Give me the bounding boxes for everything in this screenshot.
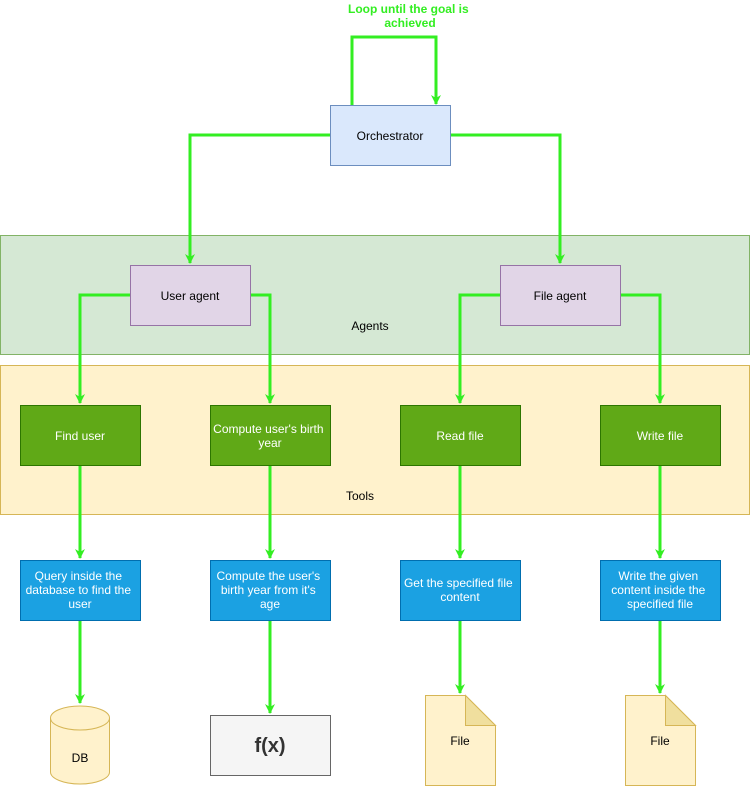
- loop-arrow: [350, 35, 441, 105]
- compute-age-action: Compute the user's birth year from it's …: [210, 560, 331, 621]
- compute-birth-year-label-1: Compute user's birth: [213, 422, 323, 436]
- svg-text:Compute the user's birth: Compute the user's birth year from it's …: [216, 569, 323, 611]
- connectors: [75, 35, 665, 714]
- svg-text:Query inside the databas: Query inside the database to find the us…: [26, 569, 135, 611]
- db-label: DB: [72, 751, 89, 765]
- svg-text:Find user: Find user: [55, 429, 105, 443]
- fx-label: f(x): [254, 735, 285, 757]
- user-agent-node: User agent: [130, 265, 251, 326]
- file-write-label: File: [650, 734, 670, 748]
- get-file-action: Get the specified file content: [400, 560, 521, 621]
- find-user-label: Find user: [55, 429, 105, 443]
- file-agent-label: File agent: [534, 289, 587, 303]
- read-file-tool: Read file: [400, 405, 521, 466]
- file-agent-to-read: [455, 293, 500, 404]
- function-icon: f(x): [210, 715, 331, 776]
- database-icon: DB: [50, 705, 110, 785]
- write-content-line-2: content inside the: [611, 583, 705, 597]
- write-file-label: Write file: [637, 429, 684, 443]
- file-icon-write: File: [625, 694, 697, 786]
- file-read-label: File: [450, 734, 470, 748]
- orchestrator-to-user-agent: [185, 133, 330, 264]
- user-agent-to-compute: [250, 293, 275, 404]
- compute-age-line-1: Compute the user's: [216, 569, 320, 583]
- compute-birth-year-label-2: year: [258, 436, 281, 450]
- user-agent-label: User agent: [161, 289, 220, 303]
- svg-text:Get the specified file c: Get the specified file content: [404, 576, 516, 604]
- get-file-line-1: Get the specified file: [404, 576, 513, 590]
- file-agent-to-write: [620, 293, 665, 404]
- orchestrator-to-file-agent: [450, 133, 565, 264]
- user-agent-to-find-user: [75, 293, 130, 404]
- write-content-line-3: specified file: [627, 597, 693, 611]
- query-db-action: Query inside the database to find the us…: [20, 560, 141, 621]
- find-user-tool: Find user: [20, 405, 141, 466]
- write-content-action: Write the given content inside the speci…: [600, 560, 721, 621]
- compute-age-line-3: age: [260, 597, 280, 611]
- loop-label: Loop until the goal is achieved: [348, 2, 472, 30]
- query-db-line-3: user: [68, 597, 91, 611]
- svg-text:Compute user's birth yea: Compute user's birth year: [213, 422, 327, 450]
- loop-label-line-2: achieved: [384, 16, 435, 30]
- file-agent-node: File agent: [500, 265, 621, 326]
- query-db-line-2: database to find the: [26, 583, 132, 597]
- tools-group-label: Tools: [346, 489, 374, 503]
- write-file-tool: Write file: [600, 405, 721, 466]
- agents-group-label: Agents: [351, 319, 388, 333]
- file-icon-read: File: [425, 694, 497, 786]
- get-file-line-2: content: [440, 590, 480, 604]
- query-db-line-1: Query inside the: [35, 569, 123, 583]
- write-content-line-1: Write the given: [618, 569, 698, 583]
- orchestrator-node: Orchestrator: [330, 105, 451, 166]
- read-file-label: Read file: [436, 429, 484, 443]
- loop-label-line-1: Loop until the goal is: [348, 2, 469, 16]
- svg-text:Write the given content: Write the given content inside the speci…: [611, 569, 708, 611]
- compute-age-line-2: birth year from it's: [221, 583, 316, 597]
- svg-text:Write file: Write file: [637, 429, 684, 443]
- orchestrator-label: Orchestrator: [357, 129, 424, 143]
- compute-birth-year-tool: Compute user's birth year: [210, 405, 331, 466]
- svg-text:Read file: Read file: [436, 429, 484, 443]
